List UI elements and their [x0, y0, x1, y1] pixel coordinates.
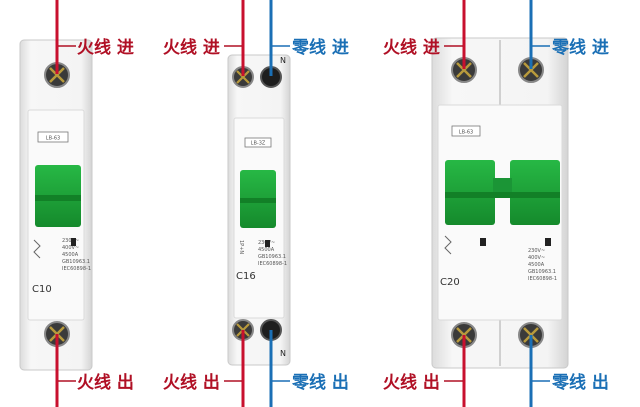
spec-line: 400V~ — [528, 255, 545, 261]
spec-line: 230V~ — [528, 248, 545, 254]
model-badge — [244, 137, 272, 148]
spec-line: IEC60898-1 — [258, 261, 287, 267]
breaker-1p-n: N LB-3Z 230V~ 4500A GB10963.1 IEC60898-1… — [163, 0, 349, 407]
status-window — [545, 238, 551, 246]
rating-label: C16 — [236, 271, 256, 282]
spec-line: 400V~ — [62, 245, 79, 251]
lever-groove — [35, 195, 81, 201]
label-live-out: 火线 出 — [383, 372, 440, 393]
rating-label: C10 — [32, 284, 52, 295]
label-neutral-in: 零线 进 — [291, 37, 349, 58]
spec-line: GB10963.1 — [258, 254, 286, 260]
neutral-mark-top: N — [280, 56, 286, 65]
label-neutral-in: 零线 进 — [551, 37, 609, 58]
spec-line: 4500A — [528, 262, 545, 268]
screw-head-icon — [49, 67, 65, 83]
label-neutral-out: 零线 出 — [291, 372, 349, 393]
status-window — [265, 240, 270, 247]
spec-line: IEC60898-1 — [62, 266, 91, 272]
lever-groove — [445, 192, 560, 198]
breaker-cover-panel — [437, 104, 563, 321]
breaker-2p: LB-63 230V~ 400V~ 4500A GB10963.1 IEC608… — [383, 0, 609, 407]
trip-curve-icon — [33, 239, 41, 259]
model-badge-text: LB-63 — [46, 136, 60, 142]
spec-line: IEC60898-1 — [528, 276, 557, 282]
rating-label: C20 — [440, 277, 460, 288]
model-badge-text: LB-3Z — [251, 141, 266, 147]
label-live-in: 火线 进 — [77, 37, 134, 58]
label-live-out: 火线 出 — [77, 372, 134, 393]
spec-line: GB10963.1 — [62, 259, 90, 265]
label-neutral-out: 零线 出 — [551, 372, 609, 393]
spec-line: 4500A — [258, 247, 275, 253]
model-badge — [451, 125, 481, 137]
spec-text: 230V~ 400V~ 4500A GB10963.1 IEC60898-1 — [62, 238, 91, 272]
screw-head-icon — [456, 62, 472, 78]
spec-text: 230V~ 400V~ 4500A GB10963.1 IEC60898-1 — [528, 248, 557, 282]
breaker-1p: LB-63 230V~ 400V~ 4500A GB10963.1 IEC608… — [19, 0, 134, 407]
label-live-in: 火线 进 — [383, 37, 440, 58]
label-live-out: 火线 出 — [163, 372, 220, 393]
label-live-in: 火线 进 — [163, 37, 220, 58]
spec-line: GB10963.1 — [528, 269, 556, 275]
model-badge — [37, 131, 69, 143]
spec-line: 230V~ — [62, 238, 79, 244]
status-window — [71, 238, 76, 246]
spec-line: 4500A — [62, 252, 79, 258]
screw-head-icon — [523, 62, 539, 78]
pole-type-text: 1P+N — [238, 240, 244, 254]
status-window — [480, 238, 486, 246]
lever-groove — [240, 198, 276, 203]
lever-tie-bar — [493, 178, 512, 192]
trip-curve-icon — [444, 235, 452, 255]
model-badge-text: LB-63 — [459, 130, 473, 136]
neutral-mark-bottom: N — [280, 349, 286, 358]
screw-head-icon — [236, 70, 250, 84]
